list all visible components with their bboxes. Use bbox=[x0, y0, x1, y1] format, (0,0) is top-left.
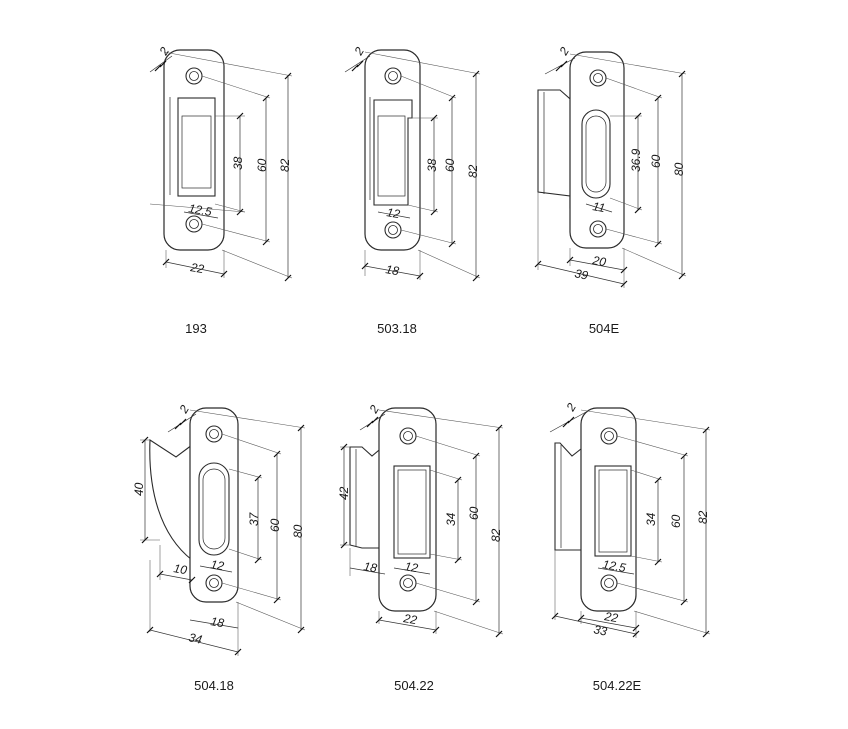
dim-plate-width: 22 bbox=[188, 260, 205, 276]
latch-slot bbox=[581, 109, 611, 199]
dim-total-height: 82 bbox=[696, 510, 710, 524]
drawing-504E: 2 36.9 60 80 11 20 39 504E bbox=[534, 44, 687, 336]
model-label-193: 193 bbox=[185, 321, 207, 336]
dim-slot-height: 34 bbox=[644, 512, 658, 526]
dim-plate-width: 18 bbox=[209, 614, 225, 630]
drawing-504-18: 2 40 37 60 80 10 12 18 34 504.18 bbox=[132, 402, 306, 693]
dim-hole-spacing: 60 bbox=[649, 154, 663, 168]
drawing-504-22E: 2 34 60 82 12.5 22 33 504.22E bbox=[549, 400, 711, 693]
dim-slot-height: 36.9 bbox=[629, 148, 643, 172]
dim-thickness: 2 bbox=[366, 402, 382, 416]
screw-hole-top bbox=[384, 67, 402, 85]
dim-total-height: 82 bbox=[466, 164, 480, 178]
latch-slot bbox=[177, 97, 216, 197]
dim-slot-height: 38 bbox=[425, 158, 439, 172]
dim-hole-spacing: 60 bbox=[467, 506, 481, 520]
dim-hole-spacing: 60 bbox=[255, 158, 269, 172]
dim-thickness: 2 bbox=[351, 44, 367, 58]
dim-lip-width: 10 bbox=[172, 561, 188, 577]
screw-hole-bottom bbox=[399, 574, 417, 592]
dim-plate-width: 22 bbox=[602, 609, 619, 625]
dim-plate-width: 22 bbox=[401, 611, 418, 627]
latch-slot bbox=[393, 465, 431, 559]
screw-hole-top bbox=[600, 427, 618, 445]
dim-slot-width: 12 bbox=[403, 559, 419, 575]
screw-hole-bottom bbox=[600, 574, 618, 592]
screw-hole-top bbox=[399, 427, 417, 445]
screw-hole-bottom bbox=[185, 215, 203, 233]
dim-total-width: 33 bbox=[592, 622, 608, 639]
screw-hole-top bbox=[185, 67, 203, 85]
dim-thickness: 2 bbox=[556, 44, 572, 58]
dim-thickness: 2 bbox=[176, 402, 192, 416]
dim-lip-height: 42 bbox=[337, 486, 351, 500]
dim-slot-height: 38 bbox=[231, 156, 245, 170]
dim-slot-width: 11 bbox=[591, 199, 606, 215]
screw-hole-top bbox=[589, 69, 607, 87]
drawing-193: 2 38 60 82 12.5 22 193 bbox=[149, 44, 293, 336]
dim-total-height: 82 bbox=[278, 158, 292, 172]
dim-total-width: 34 bbox=[187, 630, 203, 647]
dim-plate-width: 18 bbox=[384, 262, 400, 278]
dim-slot-height: 34 bbox=[444, 512, 458, 526]
dim-hole-spacing: 60 bbox=[268, 518, 282, 532]
drawing-504-22: 2 42 34 60 82 18 12 22 504.22 bbox=[337, 402, 504, 693]
model-label-504E: 504E bbox=[589, 321, 620, 336]
dim-lip-height: 40 bbox=[132, 482, 146, 496]
drawing-503-18: 2 38 60 82 12 18 503.18 bbox=[344, 44, 481, 336]
model-label-504-22: 504.22 bbox=[394, 678, 434, 693]
dim-plate-width: 20 bbox=[590, 253, 607, 269]
dim-total-height: 80 bbox=[291, 524, 305, 538]
dim-thickness: 2 bbox=[563, 400, 579, 414]
dim-total-width: 39 bbox=[573, 266, 589, 283]
screw-hole-top bbox=[205, 425, 223, 443]
latch-slot bbox=[198, 462, 230, 556]
model-label-503-18: 503.18 bbox=[377, 321, 417, 336]
dim-slot-height: 37 bbox=[247, 511, 261, 526]
dim-total-height: 82 bbox=[489, 528, 503, 542]
model-label-504-18: 504.18 bbox=[194, 678, 234, 693]
screw-hole-bottom bbox=[384, 221, 402, 239]
screw-hole-bottom bbox=[205, 574, 223, 592]
dim-slot-width: 12.5 bbox=[187, 201, 213, 219]
dim-total-height: 80 bbox=[672, 162, 686, 176]
dim-slot-width: 12 bbox=[385, 205, 401, 221]
dim-lip-width: 18 bbox=[362, 559, 378, 575]
latch-slot bbox=[594, 465, 632, 557]
dim-hole-spacing: 60 bbox=[443, 158, 457, 172]
screw-hole-bottom bbox=[589, 220, 607, 238]
dim-slot-width: 12.5 bbox=[601, 557, 627, 575]
model-label-504-22E: 504.22E bbox=[593, 678, 642, 693]
dim-slot-width: 12 bbox=[209, 557, 225, 573]
dim-hole-spacing: 60 bbox=[669, 514, 683, 528]
